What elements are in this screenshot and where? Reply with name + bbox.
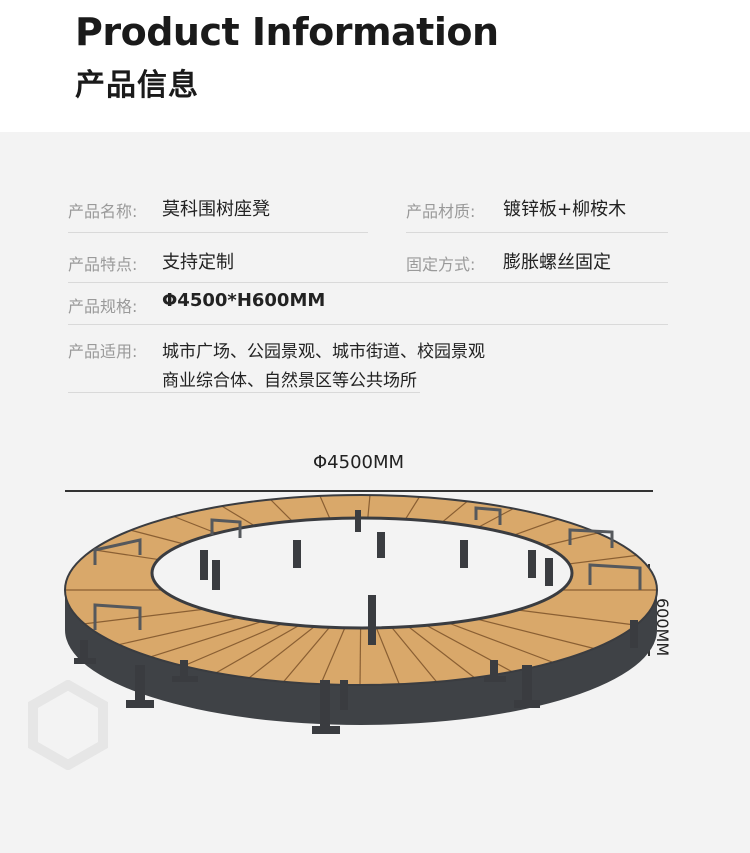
spec-name-label: 产品名称:: [68, 202, 138, 221]
inner-rim: [150, 516, 574, 630]
diameter-label: Φ4500MM: [313, 452, 405, 473]
spec-feature-label: 产品特点:: [68, 255, 138, 274]
divider: [68, 232, 368, 233]
spec-usage-line1: 城市广场、公园景观、城市街道、校园景观: [162, 342, 485, 362]
page-title-en: Product Information: [75, 10, 499, 54]
spec-usage-label: 产品适用:: [68, 342, 138, 361]
spec-fixing-value: 膨胀螺丝固定: [503, 252, 611, 273]
outer-rim: [63, 494, 659, 686]
divider: [68, 392, 420, 393]
spec-material-value: 镀锌板+柳桉木: [503, 199, 627, 220]
header: Product Information 产品信息: [0, 0, 750, 132]
bench-legs-back: [200, 532, 553, 590]
spec-size-value: Φ4500*H600MM: [162, 290, 326, 311]
spec-usage-line2: 商业综合体、自然景区等公共场所: [162, 371, 417, 391]
divider: [68, 282, 668, 283]
spec-panel: 产品名称: 莫科围树座凳 产品材质: 镀锌板+柳桉木 产品特点: 支持定制 固定…: [0, 132, 750, 853]
divider: [68, 324, 668, 325]
seat-dividers: [355, 510, 376, 645]
page-title-cn: 产品信息: [75, 68, 199, 103]
diameter-line: [65, 490, 653, 492]
steel-band: [65, 590, 657, 725]
spec-size-label: 产品规格:: [68, 297, 138, 316]
spec-name-value: 莫科围树座凳: [162, 199, 270, 220]
watermark-hex-icon: [28, 680, 108, 770]
spec-material-label: 产品材质:: [406, 202, 476, 221]
bench-legs-front: [74, 620, 638, 734]
spec-fixing-label: 固定方式:: [406, 255, 476, 274]
spec-feature-value: 支持定制: [162, 252, 234, 273]
bench-illustration: [63, 494, 659, 734]
armrests: [93, 506, 642, 630]
divider: [406, 232, 668, 233]
